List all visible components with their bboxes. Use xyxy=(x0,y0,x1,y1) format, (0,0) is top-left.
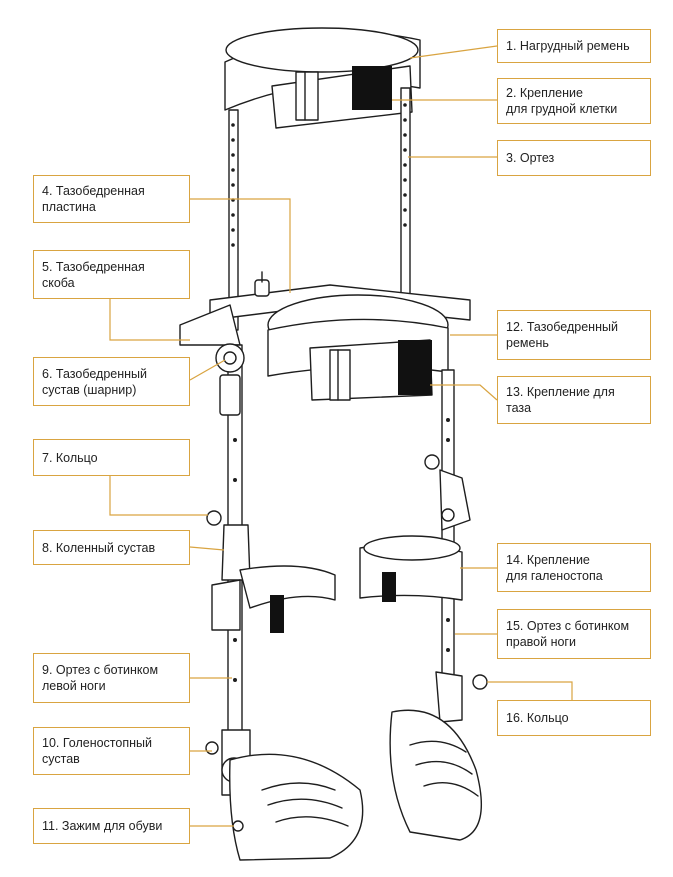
leader-ring-right xyxy=(487,681,573,700)
label-knee-joint: 8. Коленный сустав xyxy=(33,530,190,565)
label-hip-bracket: 5. Тазобедренная скоба xyxy=(33,250,190,299)
leader-chest-strap xyxy=(409,45,498,59)
leader-hip-bracket xyxy=(109,299,190,341)
leader-lines xyxy=(109,45,573,827)
label-pelvis-attachment: 13. Крепление для таза xyxy=(497,376,651,424)
label-ring-left: 7. Кольцо xyxy=(33,439,190,476)
label-orthosis: 3. Ортез xyxy=(497,140,651,176)
leader-knee-joint xyxy=(189,546,225,551)
label-left-leg-orthosis: 9. Ортез с ботинком левой ноги xyxy=(33,653,190,703)
label-right-leg-orthosis: 15. Ортез с ботинком правой ноги xyxy=(497,609,651,659)
label-hip-plate: 4. Тазобедренная пластина xyxy=(33,175,190,223)
leader-pelvis-attachment xyxy=(430,384,498,401)
label-chest-attachment: 2. Крепление для грудной клетки xyxy=(497,78,651,124)
right-leg-drawing xyxy=(359,369,488,841)
label-hip-joint: 6. Тазобедренный сустав (шарнир) xyxy=(33,357,190,406)
chest-band xyxy=(224,27,421,129)
left-leg-drawing xyxy=(205,343,364,861)
hip-belt-drawing xyxy=(267,294,449,401)
label-hip-belt: 12. Тазобедренный ремень xyxy=(497,310,651,360)
label-ankle-attachment: 14. Крепление для галеностопа xyxy=(497,543,651,592)
leader-hip-plate xyxy=(190,198,291,293)
label-chest-strap: 1. Нагрудный ремень xyxy=(497,29,651,63)
label-ring-right: 16. Кольцо xyxy=(497,700,651,736)
leader-hip-joint xyxy=(189,359,226,381)
label-ankle-joint: 10. Голеностопный сустав xyxy=(33,727,190,775)
rail-holes xyxy=(231,103,450,682)
leader-ring-left xyxy=(109,476,208,516)
label-shoe-clamp: 11. Зажим для обуви xyxy=(33,808,190,844)
